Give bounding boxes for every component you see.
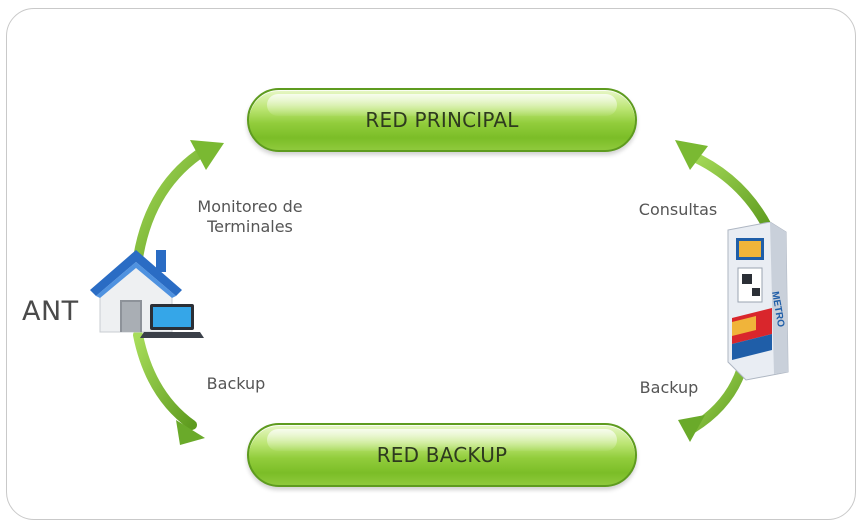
- right-upper-arrowhead: [675, 140, 708, 170]
- left-backup-label: Backup: [206, 374, 266, 393]
- house-with-laptop-icon: [90, 250, 204, 338]
- right-upper-arc: [685, 150, 773, 233]
- consultas-label: Consultas: [638, 200, 718, 219]
- monitoreo-line2: Terminales: [207, 217, 293, 236]
- right-lower-arrowhead: [678, 415, 705, 442]
- kiosk-terminal-icon: METRO: [727, 222, 789, 381]
- ant-label: ANT: [22, 296, 79, 327]
- left-upper-arrowhead: [190, 140, 224, 170]
- left-upper-arc: [133, 145, 210, 263]
- red-principal-label: RED PRINCIPAL: [365, 108, 519, 132]
- left-lower-arrowhead: [176, 420, 205, 445]
- left-lower-arc: [133, 330, 197, 430]
- red-backup-label: RED BACKUP: [376, 443, 508, 467]
- red-principal-node: RED PRINCIPAL: [247, 88, 637, 152]
- monitoreo-line1: Monitoreo de: [197, 197, 303, 216]
- red-backup-node: RED BACKUP: [247, 423, 637, 487]
- monitoreo-label: Monitoreo de Terminales: [170, 197, 330, 237]
- right-backup-label: Backup: [639, 378, 699, 397]
